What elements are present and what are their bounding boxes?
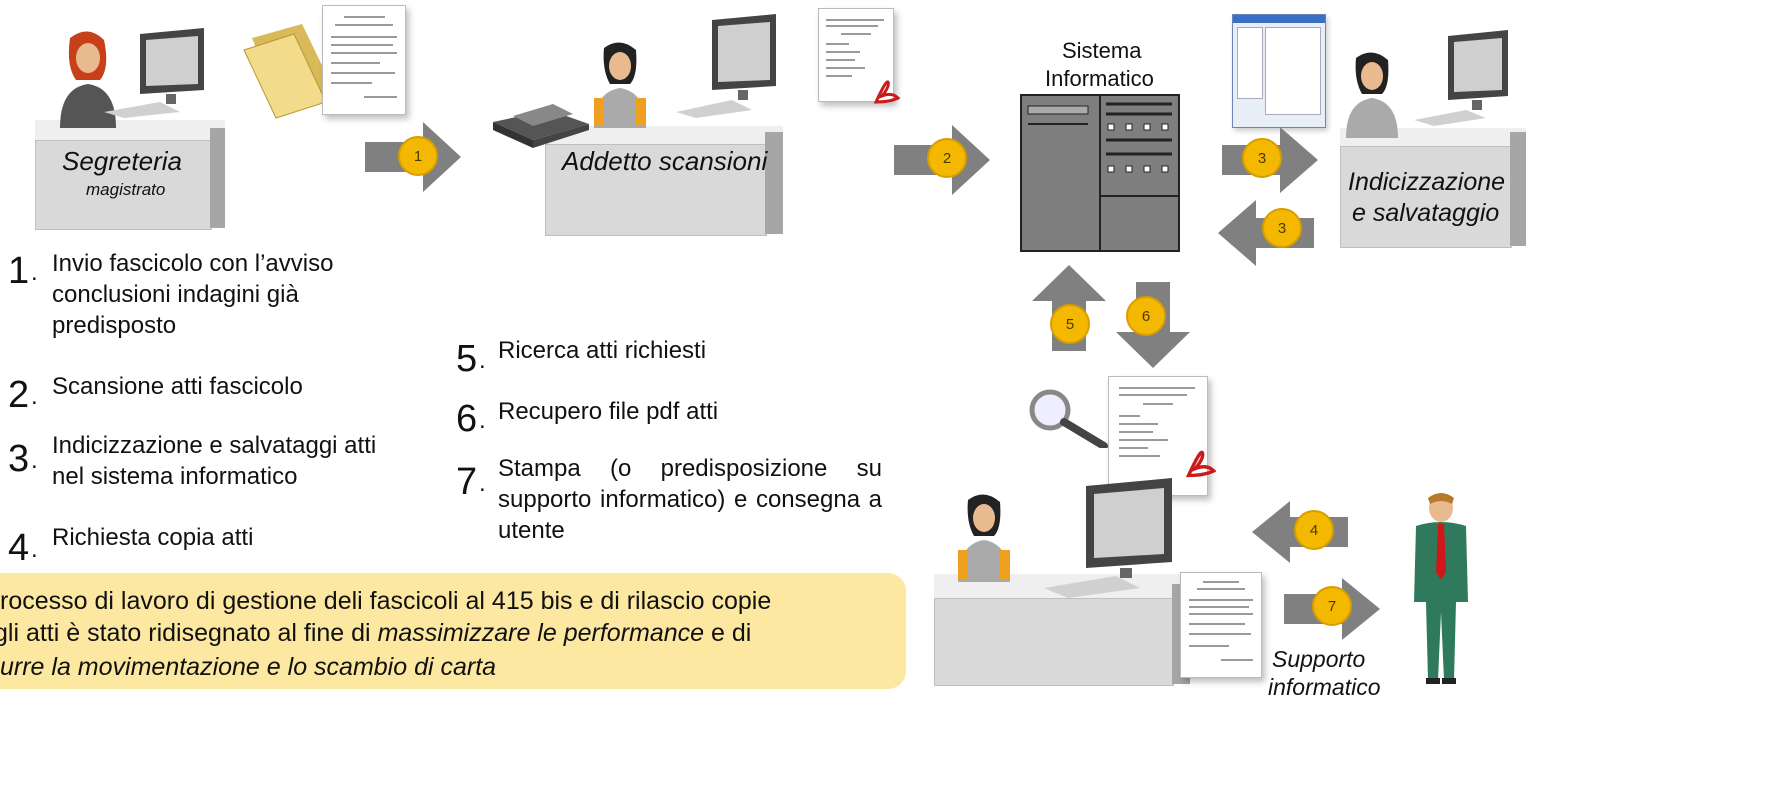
supporto-label-line2: informatico xyxy=(1268,674,1381,700)
step-number: 5 xyxy=(456,338,478,380)
summary-note-line1: rocesso di lavoro di gestione deli fasci… xyxy=(0,587,772,615)
summary-note-line2: gli atti è stato ridisegnato al fine di … xyxy=(0,619,751,648)
step-text: Ricerca atti richiesti xyxy=(498,337,707,364)
pdf-logo-icon xyxy=(1185,450,1216,478)
note-line2-tail: e di xyxy=(704,619,752,647)
computer-monitor-icon xyxy=(676,14,776,118)
step-badge-4: 4 xyxy=(1294,510,1334,550)
step-text: Recupero file pdf atti xyxy=(498,398,719,425)
step-number: 3 xyxy=(8,438,30,480)
segreteria-sublabel: magistrato xyxy=(86,180,166,199)
step-dot: . xyxy=(31,536,38,563)
pdf-logo-icon xyxy=(873,80,900,104)
step-text: Stampa (o predisposizione su supporto in… xyxy=(498,455,882,544)
indexing-app-window-icon xyxy=(1232,14,1326,128)
printed-sentenza-icon xyxy=(1180,572,1262,678)
scanner-operator-icon xyxy=(594,42,646,128)
indicizzazione-label-line2: e salvataggio xyxy=(1352,199,1500,227)
step-text: Scansione atti fascicolo xyxy=(52,373,303,400)
step-text: Richiesta copia atti xyxy=(52,524,254,551)
pdf-document-icon xyxy=(818,8,894,102)
front-office-operator-icon xyxy=(958,494,1010,582)
step-number: 2 xyxy=(8,374,30,416)
step-text: Indicizzazione e salvataggi atti nel sis… xyxy=(52,432,377,490)
step-badge-1: 1 xyxy=(398,136,438,176)
step-number: 4 xyxy=(8,527,30,569)
segreteria-label: Segreteria xyxy=(62,146,182,176)
step-badge-2: 2 xyxy=(927,138,967,178)
server-tower-icon xyxy=(1020,94,1180,252)
step-text: Invio fascicolo con l’avviso conclusioni… xyxy=(52,250,334,339)
step-dot: . xyxy=(479,347,486,374)
magnifying-glass-icon xyxy=(1029,389,1108,448)
step-dot: . xyxy=(31,259,38,286)
step-number: 7 xyxy=(456,461,478,503)
addetto-label: Addetto scansioni xyxy=(562,146,768,176)
step-badge-3-left: 3 xyxy=(1262,208,1302,248)
note-line2-emphasis: massimizzare le performance xyxy=(377,619,705,647)
scanner-icon xyxy=(493,104,589,148)
sistema-label-line1: Sistema xyxy=(1062,38,1142,63)
step-dot: . xyxy=(31,383,38,410)
supporto-label-line1: Supporto xyxy=(1272,646,1366,672)
computer-monitor-icon xyxy=(1044,478,1172,598)
computer-monitor-icon xyxy=(104,28,204,118)
note-line2-text: gli atti è stato ridisegnato al fine di xyxy=(0,619,378,647)
step-number: 1 xyxy=(8,250,30,292)
summary-note-line3: urre la movimentazione e lo scambio di c… xyxy=(0,653,497,681)
segreteria-desk xyxy=(35,120,225,230)
operator-woman-icon xyxy=(1346,52,1398,138)
pdf-document-icon xyxy=(1108,376,1208,496)
step-dot: . xyxy=(479,407,486,434)
user-man-icon xyxy=(1414,493,1468,684)
clerk-woman-icon xyxy=(60,31,116,128)
computer-monitor-icon xyxy=(1414,30,1508,126)
step-dot: . xyxy=(479,470,486,497)
sentenza-document-icon xyxy=(322,5,406,115)
step-badge-6: 6 xyxy=(1126,296,1166,336)
step-badge-3-right: 3 xyxy=(1242,138,1282,178)
step-number: 6 xyxy=(456,398,478,440)
step-badge-7: 7 xyxy=(1312,586,1352,626)
indicizzazione-label-line1: Indicizzazione xyxy=(1348,168,1506,196)
summary-note-box: rocesso di lavoro di gestione deli fasci… xyxy=(0,573,906,689)
step-dot: . xyxy=(31,447,38,474)
addetto-desk xyxy=(545,126,783,236)
sistema-label-line2: Informatico xyxy=(1045,66,1154,91)
step-badge-5: 5 xyxy=(1050,304,1090,344)
